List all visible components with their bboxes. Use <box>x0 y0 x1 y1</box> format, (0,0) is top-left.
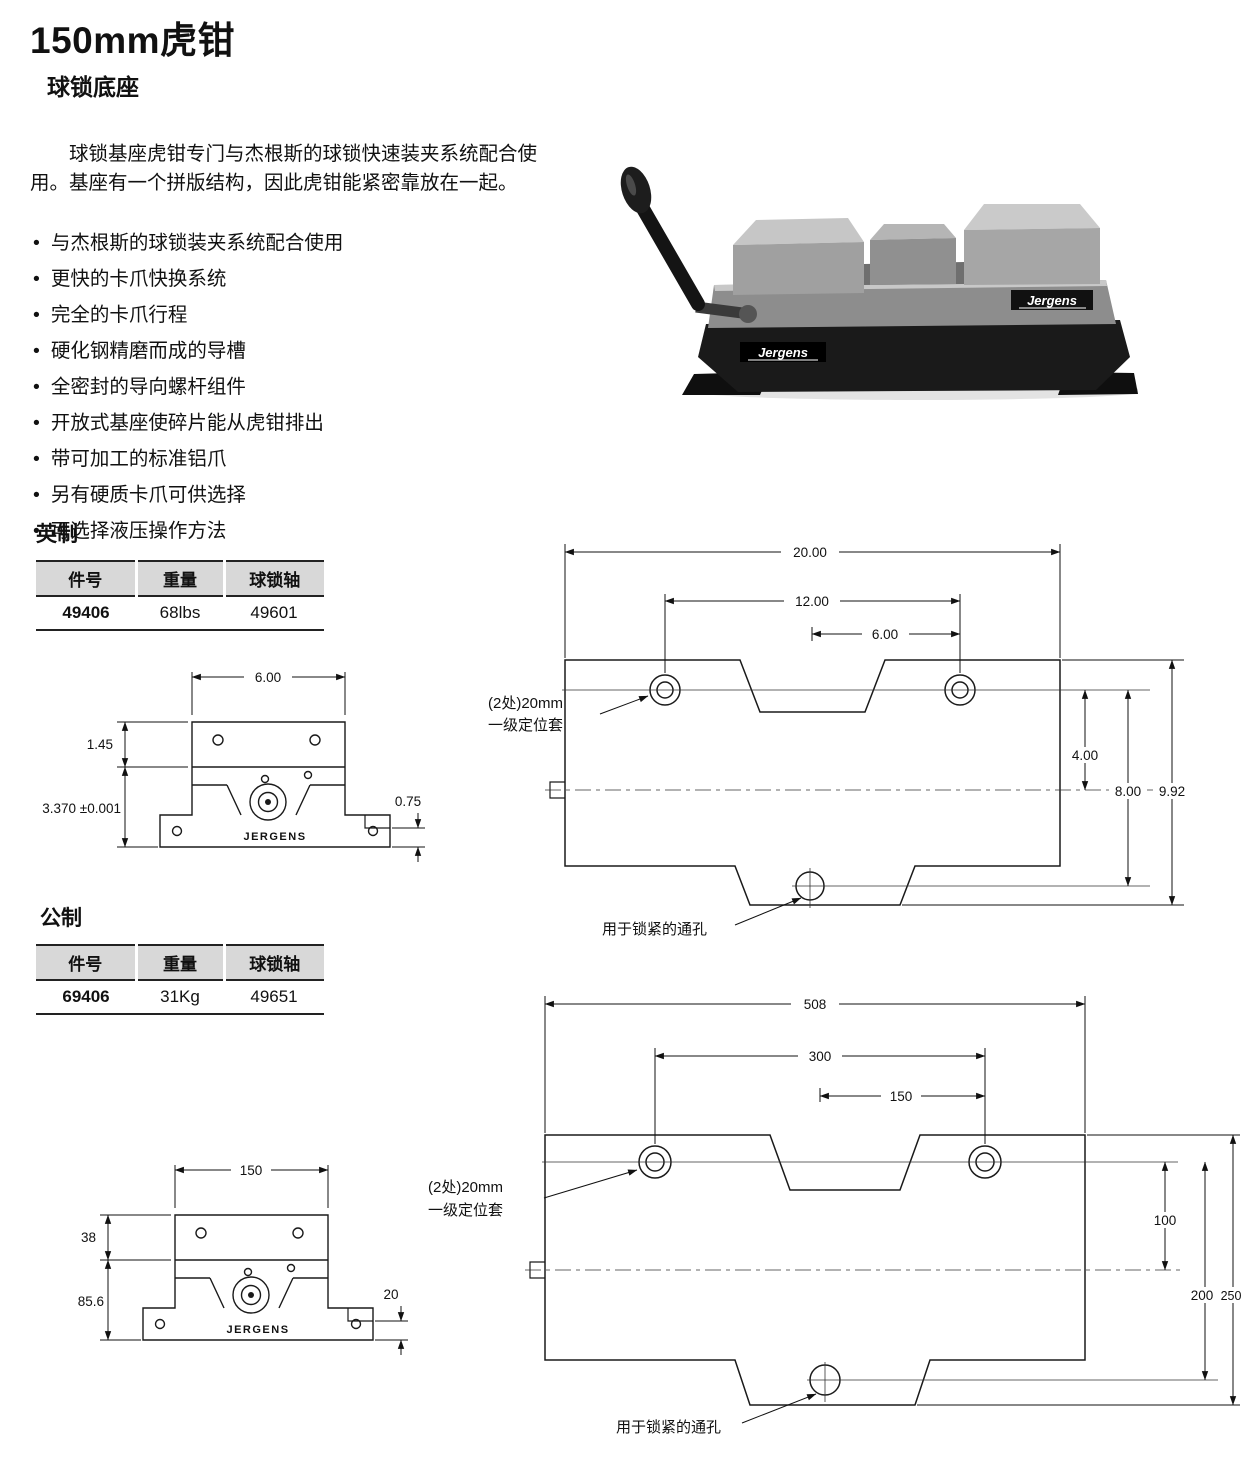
clamp-handle <box>620 166 757 323</box>
col-header-part: 件号 <box>36 945 136 980</box>
section-label-metric: 公制 <box>40 907 82 930</box>
dim-v2: 200 <box>1191 1288 1214 1303</box>
imperial-spec-table: 件号 重量 球锁轴 49406 68lbs 49601 <box>36 560 324 631</box>
col-header-shank: 球锁轴 <box>222 945 324 980</box>
dim-flange: 20 <box>383 1287 398 1302</box>
brand-label-right: Jergens <box>1011 290 1093 310</box>
feature-item: 更快的卡爪快换系统 <box>33 262 573 291</box>
page-title-number: 150 <box>30 20 94 61</box>
feature-item: 与杰根斯的球锁装夹系统配合使用 <box>33 226 573 255</box>
feature-item: 全密封的导向螺杆组件 <box>33 370 573 399</box>
feature-item: 另有硬质卡爪可供选择 <box>33 478 573 507</box>
dim-span: 300 <box>809 1049 832 1064</box>
dim-flange: 0.75 <box>395 794 421 809</box>
right-jaw-block <box>964 204 1100 285</box>
dim-total-height: 3.370 ±0.001 <box>42 801 121 816</box>
dim-total-height: 85.6 <box>78 1294 104 1309</box>
brand-logo-text: Jergens <box>1027 293 1077 308</box>
dim-overall: 20.00 <box>793 545 827 560</box>
imperial-side-view-drawing: 6.00 1.45 3.370 ±0.001 0.75 JERGENS <box>42 669 425 862</box>
feature-item: 开放式基座使碎片能从虎钳排出 <box>33 406 573 435</box>
table-row: 49406 68lbs 49601 <box>36 596 324 630</box>
section-label-imperial: 英制 <box>36 523 78 546</box>
bushing-note-line2: 一级定位套 <box>428 1202 503 1219</box>
part-number: 69406 <box>62 987 110 1006</box>
dim-half-span: 6.00 <box>872 627 898 642</box>
intro-paragraph: 球锁基座虎钳专门与杰根斯的球锁快速装夹系统配合使用。基座有一个拼版结构，因此虎钳… <box>30 144 538 195</box>
feature-list: 与杰根斯的球锁装夹系统配合使用 更快的卡爪快换系统 完全的卡爪行程 硬化钢精磨而… <box>33 226 573 550</box>
metric-spec-table: 件号 重量 球锁轴 69406 31Kg 49651 <box>36 944 324 1015</box>
dim-width: 150 <box>240 1163 263 1178</box>
dim-top-height: 1.45 <box>87 737 113 752</box>
page-subtitle: 球锁底座 <box>47 74 139 100</box>
weight-value: 68lbs <box>159 603 201 622</box>
weight-value: 31Kg <box>160 987 200 1006</box>
side-view-body <box>159 721 391 848</box>
imperial-top-view-drawing: 20.00 12.00 6.00 4.00 8.00 9.92 (2处)20mm… <box>488 544 1191 938</box>
brand-label-left: Jergens <box>740 342 826 362</box>
part-number: 49406 <box>62 603 110 622</box>
dim-span: 12.00 <box>795 594 829 609</box>
shank-value: 49601 <box>250 603 298 622</box>
metric-side-view-drawing: 150 38 85.6 20 JERGENS <box>78 1162 408 1355</box>
shank-value: 49651 <box>250 987 298 1006</box>
bushing-note-line2: 一级定位套 <box>488 717 563 734</box>
dim-width: 6.00 <box>255 670 281 685</box>
dim-v1: 4.00 <box>1072 748 1098 763</box>
bushing-note-line1: (2处)20mm <box>428 1179 503 1196</box>
dim-v3: 250 <box>1221 1289 1242 1303</box>
center-lines <box>525 1161 1218 1402</box>
page-title: 150mm虎钳 <box>30 10 235 64</box>
dim-v3: 9.92 <box>1159 784 1185 799</box>
top-view-body <box>549 659 1061 906</box>
col-header-weight: 重量 <box>134 945 224 980</box>
col-header-shank: 球锁轴 <box>222 561 324 596</box>
locking-hole-note: 用于锁紧的通孔 <box>602 921 707 938</box>
brand-text: JERGENS <box>226 1324 289 1336</box>
col-header-part: 件号 <box>36 561 136 596</box>
locking-hole-note: 用于锁紧的通孔 <box>616 1419 721 1436</box>
feature-item: 带可加工的标准铝爪 <box>33 442 573 471</box>
side-view-body <box>142 1214 374 1341</box>
product-photo: Jergens Jergens <box>620 166 1138 400</box>
brand-text: JERGENS <box>243 831 306 843</box>
dim-overall: 508 <box>804 997 827 1012</box>
left-jaw-block <box>733 218 864 295</box>
dim-half-span: 150 <box>890 1089 913 1104</box>
dim-top-height: 38 <box>81 1230 96 1245</box>
col-header-weight: 重量 <box>134 561 224 596</box>
dimension-lines <box>564 544 1184 926</box>
table-row: 69406 31Kg 49651 <box>36 980 324 1014</box>
bushing-note-line1: (2处)20mm <box>488 695 563 712</box>
brand-logo-text: Jergens <box>758 345 808 360</box>
center-lines <box>545 689 1190 908</box>
dimension-lines <box>543 996 1240 1424</box>
vise-base <box>682 320 1138 395</box>
feature-item: 硬化钢精磨而成的导槽 <box>33 334 573 363</box>
feature-item: 完全的卡爪行程 <box>33 298 573 327</box>
page-title-text: mm虎钳 <box>93 20 236 61</box>
dim-v2: 8.00 <box>1115 784 1141 799</box>
metric-top-view-drawing: 508 300 150 100 200 250 (2处)20mm 一级定位套 用… <box>428 996 1242 1436</box>
dim-v1: 100 <box>1154 1213 1177 1228</box>
feature-item: 可选择液压操作方法 <box>33 514 573 543</box>
center-block <box>870 224 956 285</box>
side-view-dimensions <box>117 672 425 862</box>
